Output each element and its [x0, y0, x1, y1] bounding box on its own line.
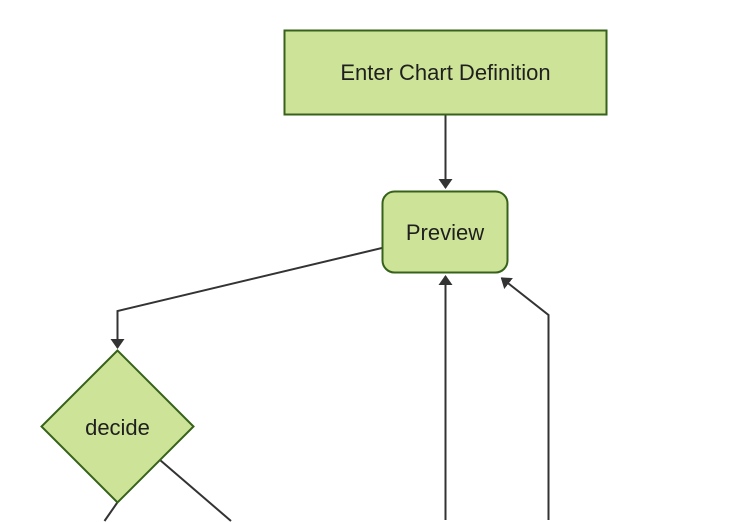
node-enter-chart-definition-shape [283, 29, 608, 116]
node-decide-shape [40, 349, 195, 504]
edge-decide-to-offscreen-bottom-right [159, 459, 232, 522]
node-preview-label: Preview [406, 220, 484, 245]
node-enter-chart-definition: Enter Chart Definition [283, 29, 608, 116]
edge-preview-to-decide [110, 247, 383, 349]
node-preview-shape [381, 190, 509, 274]
edge-decide-to-offscreen-bottom-left [103, 502, 118, 522]
node-enter-chart-definition-label: Enter Chart Definition [340, 60, 550, 85]
node-decide-label: decide [85, 415, 150, 440]
edge-layer [103, 115, 550, 522]
node-preview: Preview [381, 190, 509, 274]
node-decide: decide [40, 349, 195, 504]
edge-offscreen-bottom-right-to-preview [500, 277, 550, 520]
